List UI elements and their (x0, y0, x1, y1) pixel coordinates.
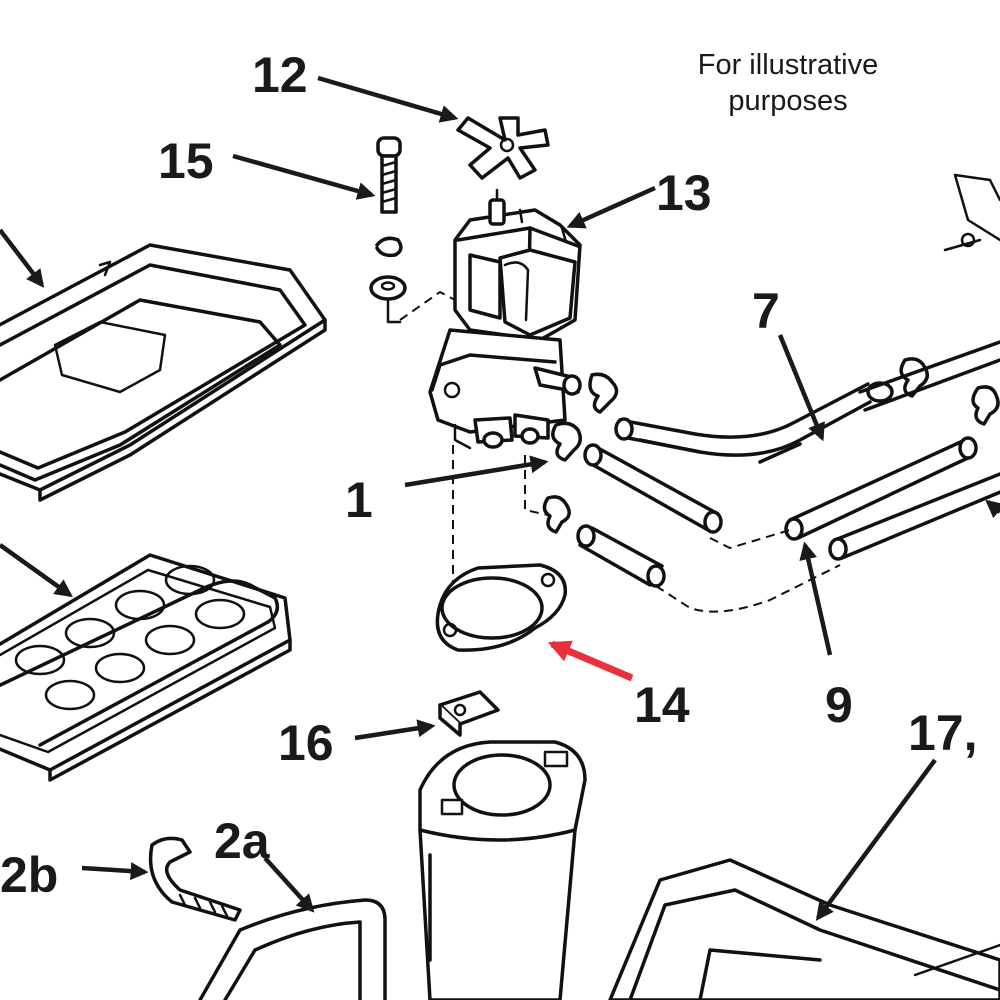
pump-motor-part (428, 188, 582, 450)
ice-tray-part (0, 553, 292, 782)
callout-2a: 2a (214, 813, 271, 869)
hose-7-part (614, 381, 894, 464)
reservoir-part (418, 740, 587, 1000)
callout-14: 14 (634, 677, 690, 733)
phantom-lines (399, 173, 1000, 620)
hose-clamps-part (542, 357, 1000, 534)
drain-hose-part (148, 836, 387, 1000)
fan-blade-part (456, 116, 550, 180)
callout-7: 7 (752, 283, 780, 339)
bin-cover-part (0, 243, 327, 502)
callout-16: 16 (278, 715, 334, 771)
callout-12: 12 (252, 47, 308, 103)
leader-lines (0, 75, 1000, 921)
callout-17: 17, (908, 705, 978, 761)
note-line-1: For illustrative (698, 49, 879, 81)
straight-hoses-part (576, 340, 1000, 588)
callout-13: 13 (656, 165, 712, 221)
washer-part (369, 236, 407, 324)
highlight-arrow (547, 640, 634, 682)
bin-part (608, 858, 1000, 1000)
callout-2b: 2b (0, 847, 58, 903)
callout-1: 1 (345, 472, 373, 528)
note-line-2: purposes (728, 85, 847, 117)
callout-9: 9 (825, 677, 853, 733)
bracket-part (438, 690, 500, 737)
screw-part (376, 136, 402, 214)
callout-15: 15 (158, 133, 214, 189)
gasket-part (435, 563, 568, 652)
